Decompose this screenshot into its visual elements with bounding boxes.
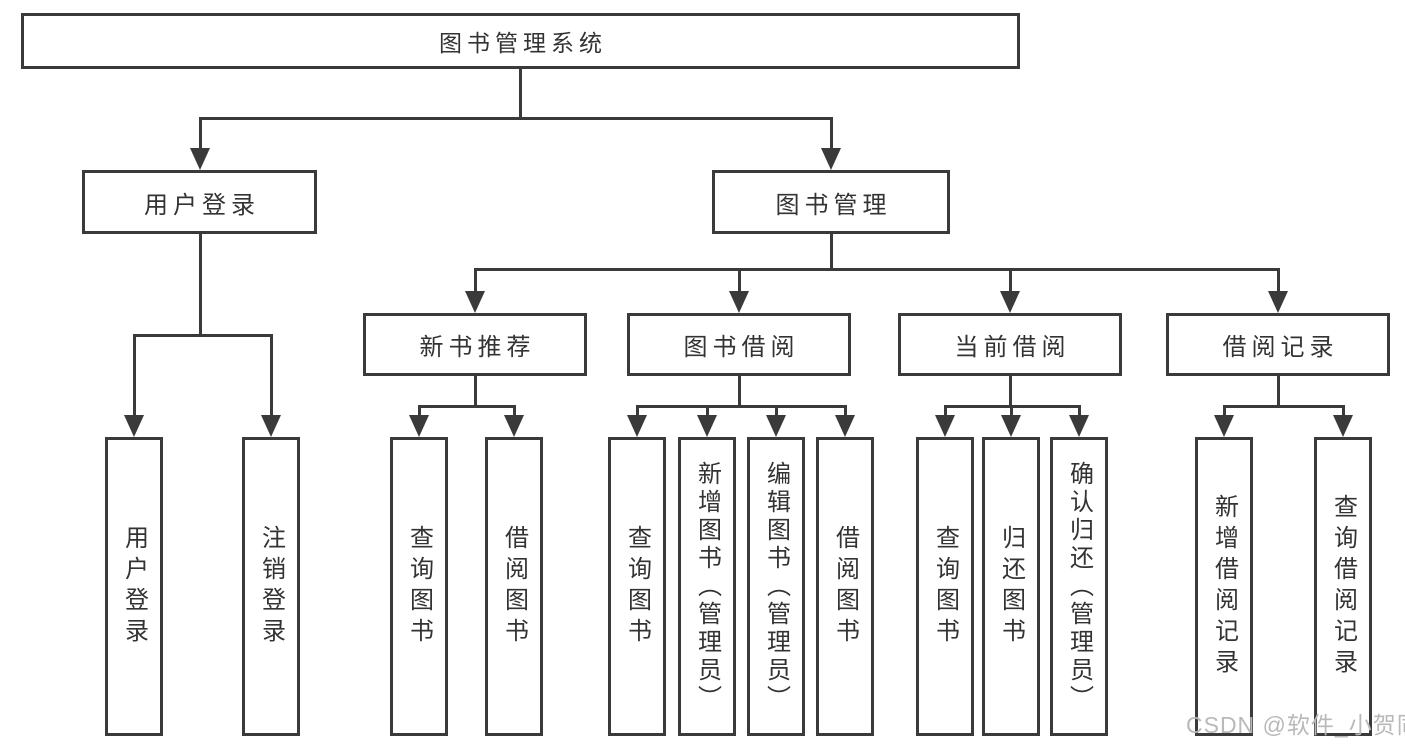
arrow-down-icon <box>1000 291 1020 313</box>
connector-line <box>738 268 741 294</box>
connector-line <box>706 405 709 417</box>
connector-line <box>944 405 947 417</box>
connector-line <box>133 334 136 417</box>
node-user-login: 用户登录 <box>82 170 317 234</box>
leaf-query-books-recommend: 查询图书 <box>390 437 448 736</box>
node-new-book-recommend: 新书推荐 <box>363 313 587 376</box>
arrow-down-icon <box>409 415 429 437</box>
connector-line <box>636 405 639 417</box>
connector-line <box>775 405 778 417</box>
arrow-down-icon <box>835 415 855 437</box>
connector-line <box>830 234 833 271</box>
watermark: CSDN @软件_小贺同学 <box>1186 712 1405 738</box>
connector-line <box>474 268 1280 271</box>
connector-line <box>270 334 273 417</box>
arrow-down-icon <box>190 148 210 170</box>
connector-line <box>199 117 202 150</box>
arrow-down-icon <box>935 415 955 437</box>
arrow-down-icon <box>465 291 485 313</box>
leaf-borrow-books: 借阅图书 <box>816 437 874 736</box>
leaf-add-book-admin: 新增图书（管理员） <box>678 437 736 736</box>
connector-line <box>1078 405 1081 417</box>
leaf-borrow-books-recommend: 借阅图书 <box>485 437 543 736</box>
leaf-edit-book-admin: 编辑图书（管理员） <box>747 437 805 736</box>
arrow-down-icon <box>124 415 144 437</box>
connector-line <box>844 405 847 417</box>
connector-line <box>738 376 741 408</box>
leaf-user-login: 用户登录 <box>105 437 163 736</box>
connector-line <box>1277 268 1280 294</box>
arrow-down-icon <box>1214 415 1234 437</box>
node-book-borrow: 图书借阅 <box>627 313 851 376</box>
connector-line <box>1342 405 1345 417</box>
arrow-down-icon <box>729 291 749 313</box>
node-book-management: 图书管理 <box>712 170 950 234</box>
connector-line <box>636 405 845 408</box>
leaf-logout: 注销登录 <box>242 437 300 736</box>
connector-line <box>418 405 515 408</box>
connector-line <box>133 334 273 337</box>
arrow-down-icon <box>1069 415 1089 437</box>
node-current-borrow: 当前借阅 <box>898 313 1122 376</box>
arrow-down-icon <box>697 415 717 437</box>
connector-line <box>519 69 522 120</box>
node-borrow-records: 借阅记录 <box>1166 313 1390 376</box>
arrow-down-icon <box>766 415 786 437</box>
arrow-down-icon <box>1333 415 1353 437</box>
arrow-down-icon <box>1001 415 1021 437</box>
leaf-query-books-borrow: 查询图书 <box>608 437 666 736</box>
connector-line <box>1010 405 1013 417</box>
connector-line <box>418 405 421 417</box>
leaf-query-books-current: 查询图书 <box>916 437 974 736</box>
connector-line <box>513 405 516 417</box>
leaf-return-book: 归还图书 <box>982 437 1040 736</box>
connector-line <box>830 117 833 150</box>
arrow-down-icon <box>821 148 841 170</box>
leaf-confirm-return-admin: 确认归还（管理员） <box>1050 437 1108 736</box>
connector-line <box>1009 268 1012 294</box>
leaf-query-borrow-record: 查询借阅记录 <box>1314 437 1372 736</box>
connector-line <box>474 376 477 408</box>
arrow-down-icon <box>504 415 524 437</box>
arrow-down-icon <box>261 415 281 437</box>
connector-line <box>199 234 202 337</box>
connector-line <box>199 117 833 120</box>
connector-line <box>1223 405 1226 417</box>
arrow-down-icon <box>627 415 647 437</box>
connector-line <box>1223 405 1344 408</box>
connector-line <box>474 268 477 294</box>
connector-line <box>1009 376 1012 408</box>
node-library-management-system: 图书管理系统 <box>21 13 1020 69</box>
arrow-down-icon <box>1268 291 1288 313</box>
connector-line <box>1277 376 1280 408</box>
leaf-add-borrow-record: 新增借阅记录 <box>1195 437 1253 736</box>
